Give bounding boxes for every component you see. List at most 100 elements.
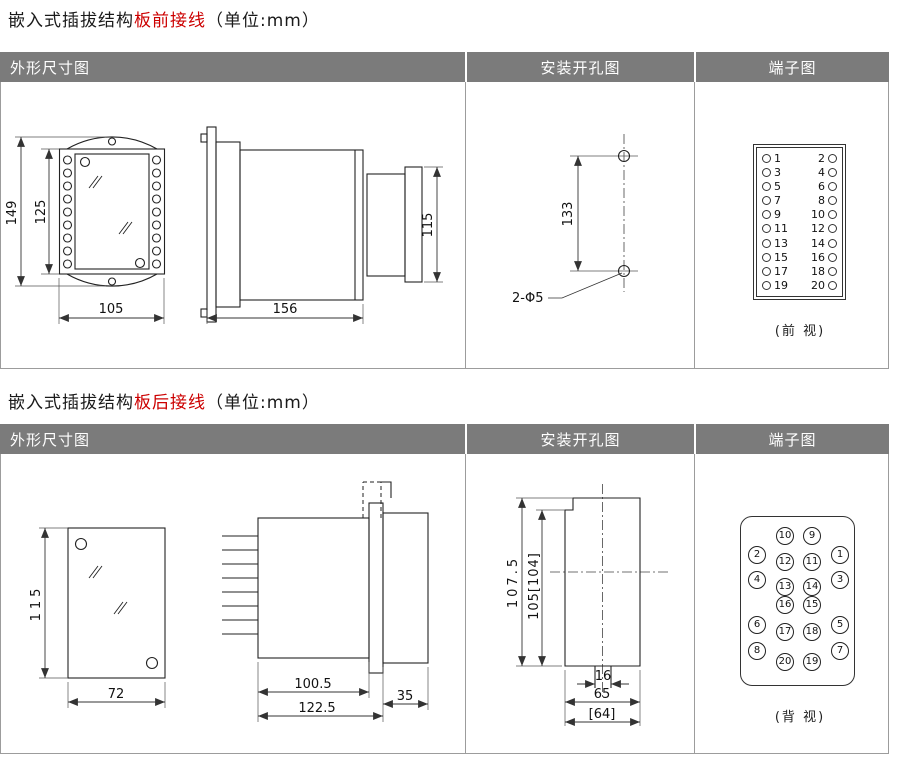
terminal-number: 1: [774, 152, 781, 166]
terminal-number: 20: [811, 278, 825, 292]
terminal-circle: 11: [803, 553, 821, 571]
rear-mounting-drawing: 107.5 105[104] 16 65 [64]: [506, 484, 668, 726]
front-header-outline: 外形尺寸图: [0, 52, 465, 82]
terminal-circle: [828, 280, 837, 290]
terminal-number: 2: [818, 152, 825, 166]
terminal-circle: 18: [803, 623, 821, 641]
terminal-circle: 6: [748, 616, 766, 634]
terminal-number: 10: [811, 208, 825, 222]
front-outline-cell: 149 125 105 156 115: [1, 82, 466, 368]
terminal-circle: 5: [831, 616, 849, 634]
terminal-circle: [762, 280, 771, 290]
terminal-circle: [828, 168, 837, 178]
dim-label-105-104: 105[104]: [527, 552, 542, 620]
terminal-circle: [828, 210, 837, 220]
terminal-circle: [762, 196, 771, 206]
front-view-label: (前 视): [774, 324, 826, 339]
rear-table-header: 外形尺寸图 安装开孔图 端子图: [0, 424, 889, 454]
terminal-circle: 16: [776, 596, 794, 614]
terminal-number: 17: [774, 264, 788, 278]
terminal-circle: [828, 196, 837, 206]
rear-table-body: 115 72 100.5 122.5 35: [0, 454, 889, 754]
rear-outline-drawing: 115 72 100.5 122.5 35: [29, 481, 429, 722]
terminal-circle: [828, 266, 837, 276]
rear-section-title: 嵌入式插拔结构板后接线（单位:mm）: [8, 388, 320, 413]
dim-label-107-5: 107.5: [506, 556, 521, 608]
dim-label-65: 65: [594, 687, 611, 702]
terminal-circle: 4: [748, 571, 766, 589]
extension-lines: [39, 527, 429, 722]
dim-label-105: 105: [99, 302, 124, 317]
terminal-circle: 17: [776, 623, 794, 641]
dim-label-72: 72: [108, 687, 125, 702]
terminal-circle: [762, 154, 771, 164]
terminal-circle: 3: [831, 571, 849, 589]
terminal-circle: 14: [803, 578, 821, 596]
terminal-row: 9 10: [762, 209, 837, 220]
extension-lines: [15, 136, 443, 324]
front-table-header: 外形尺寸图 安装开孔图 端子图: [0, 52, 889, 82]
dim-label-125: 125: [34, 200, 49, 225]
terminal-number: 19: [774, 278, 788, 292]
terminal-circle: 8: [748, 642, 766, 660]
terminal-circle: [762, 168, 771, 178]
rear-title-unit: （单位:mm）: [206, 393, 320, 413]
dim-label-35: 35: [397, 689, 414, 704]
rear-mounting-cell: 107.5 105[104] 16 65 [64]: [466, 454, 695, 753]
rear-header-mounting: 安装开孔图: [465, 424, 694, 454]
rear-face-view: [67, 527, 166, 679]
terminal-circle: 10: [776, 527, 794, 545]
terminal-number: 18: [811, 264, 825, 278]
dim-label-122-5: 122.5: [298, 701, 335, 716]
terminal-circle: 1: [831, 546, 849, 564]
terminal-circle: [762, 224, 771, 234]
rear-header-terminal: 端子图: [694, 424, 889, 454]
terminal-circle: 19: [803, 653, 821, 671]
rear-outline-cell: 115 72 100.5 122.5 35: [1, 454, 466, 753]
terminal-circle: [762, 182, 771, 192]
terminal-number: 4: [818, 166, 825, 180]
front-header-terminal: 端子图: [694, 52, 889, 82]
rear-title-highlight: 板后接线: [134, 393, 206, 413]
dim-label-16: 16: [595, 669, 612, 684]
front-mounting-drawing: 133 2-Φ5: [512, 134, 638, 306]
terminal-number: 12: [811, 222, 825, 236]
terminal-number: 14: [811, 236, 825, 250]
dimension-lines: [518, 498, 640, 726]
terminal-circle: [828, 224, 837, 234]
rear-table: 外形尺寸图 安装开孔图 端子图: [0, 424, 889, 754]
terminal-circle: [762, 210, 771, 220]
front-section-title: 嵌入式插拔结构板前接线（单位:mm）: [8, 6, 320, 31]
terminal-number: 13: [774, 236, 788, 250]
front-title-prefix: 嵌入式插拔结构: [8, 11, 134, 31]
front-table: 外形尺寸图 安装开孔图 端子图: [0, 52, 889, 369]
rear-side-view: [222, 481, 429, 674]
terminal-circle: 7: [831, 642, 849, 660]
dim-label-64: [64]: [589, 707, 616, 722]
terminal-number: 9: [774, 208, 781, 222]
front-header-mounting: 安装开孔图: [465, 52, 694, 82]
terminal-number: 6: [818, 180, 825, 194]
dim-label-149: 149: [5, 201, 20, 226]
terminal-circle: 20: [776, 653, 794, 671]
front-side-view: [200, 126, 423, 323]
terminal-circle: [828, 238, 837, 248]
dimension-lines: [41, 528, 428, 720]
terminal-number: 7: [774, 194, 781, 208]
back-view-label: (背 视): [774, 710, 826, 725]
terminal-circle: [762, 266, 771, 276]
terminal-circle: 12: [776, 553, 794, 571]
dim-label-115-face: 115: [29, 585, 44, 622]
dim-label-115: 115: [421, 213, 436, 238]
rear-header-outline: 外形尺寸图: [0, 424, 465, 454]
